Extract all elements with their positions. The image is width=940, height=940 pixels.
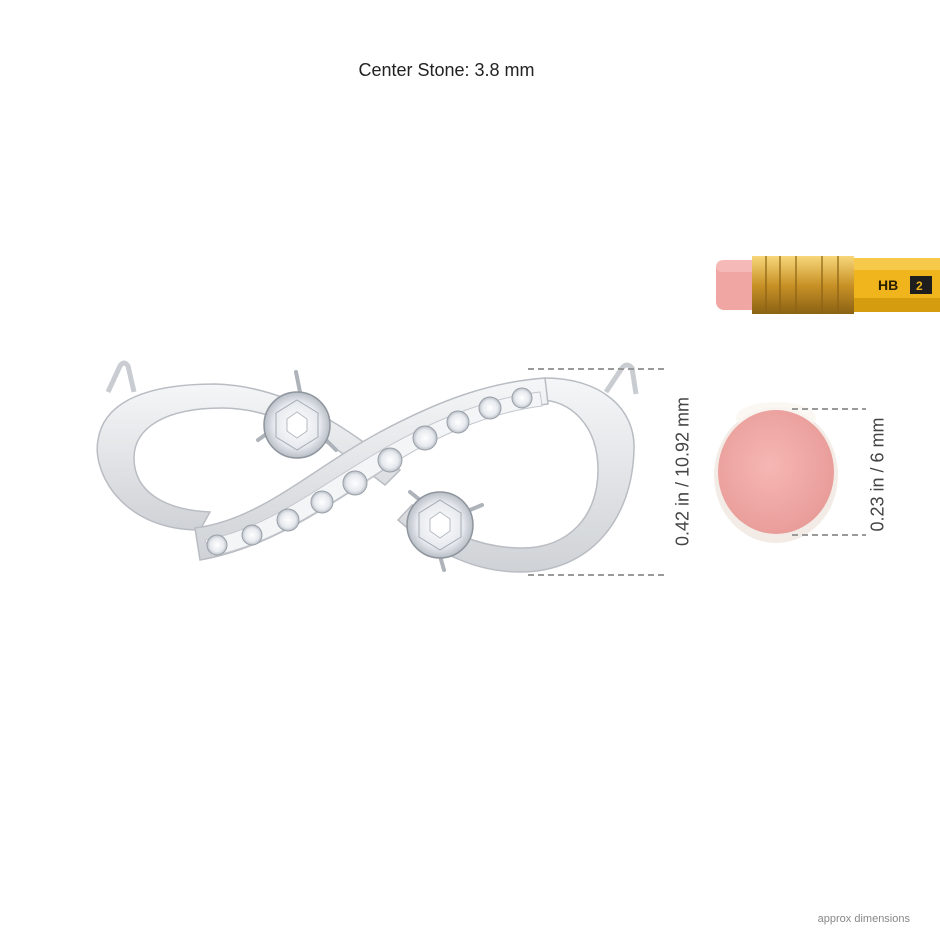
pave-diamond (276, 508, 300, 532)
pave-diamond (206, 534, 228, 556)
approx-dimensions-note: approx dimensions (817, 913, 910, 925)
pendant-height-label: 0.42 in / 10.92 mm (672, 396, 693, 547)
infinity-pendant (96, 360, 639, 573)
pave-diamond (310, 490, 334, 514)
left-chain-loop (105, 360, 137, 394)
pave-diamond (241, 524, 263, 546)
pave-diamond (511, 387, 533, 409)
eraser-dimension-guides (792, 408, 866, 536)
eraser-top-view (714, 402, 838, 543)
right-loop (396, 377, 635, 573)
pencil-eraser-tip (716, 260, 758, 310)
pave-diamond (412, 425, 438, 451)
pencil-illustration: HB 2 (716, 256, 940, 314)
page-title: Center Stone: 3.8 mm (358, 60, 535, 80)
solitaire-left (256, 370, 338, 459)
pave-diamond (377, 447, 403, 473)
pendant-dimension-guides (528, 368, 664, 576)
solitaire-right (406, 490, 484, 572)
right-chain-loop (603, 362, 639, 395)
pencil-number-label: 2 (916, 279, 923, 293)
pave-diamond (478, 396, 502, 420)
eraser-face (718, 410, 834, 534)
pencil-grade-label: HB (878, 277, 898, 293)
pave-diamond (342, 470, 368, 496)
pave-diamonds (206, 387, 533, 556)
pave-diamond (446, 410, 470, 434)
eraser-diameter-label: 0.23 in / 6 mm (867, 417, 888, 532)
